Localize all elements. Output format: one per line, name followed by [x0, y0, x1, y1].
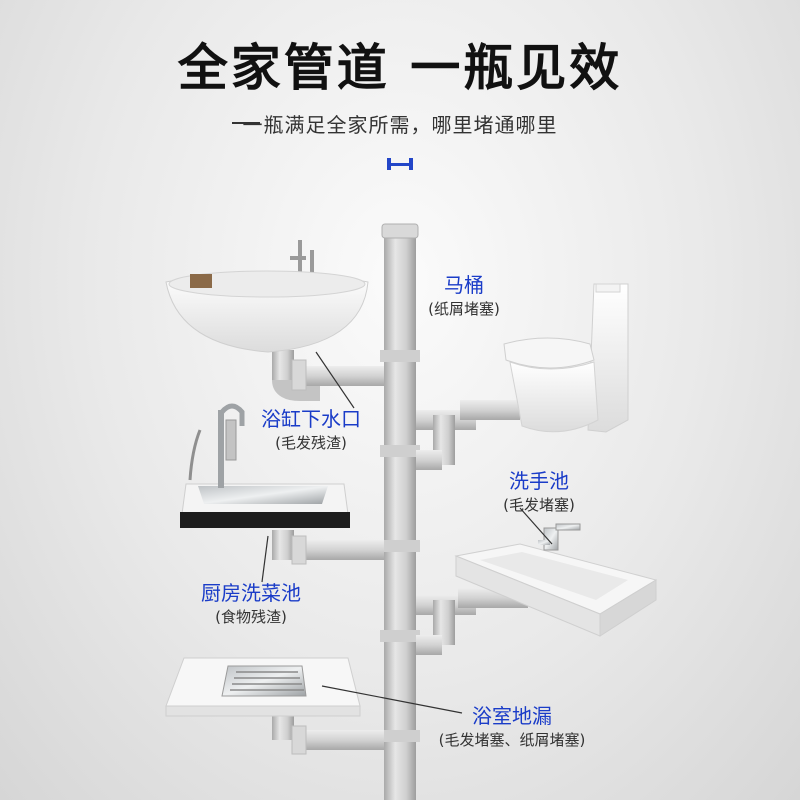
toilet-image — [503, 283, 629, 433]
label-bathtub-sub: (毛发残渣) — [275, 434, 347, 452]
label-floor-drain-sub: (毛发堵塞、纸屑堵塞) — [438, 731, 586, 749]
label-bathtub-title: 浴缸下水口 — [261, 407, 361, 431]
label-washbasin: 洗手池 (毛发堵塞) — [484, 468, 594, 516]
subtitle-dash-left — [232, 122, 260, 124]
label-bathtub: 浴缸下水口 (毛发残渣) — [246, 406, 376, 454]
connector-icon — [387, 158, 413, 170]
label-floor-drain-title: 浴室地漏 — [472, 704, 552, 728]
label-floor-drain: 浴室地漏 (毛发堵塞、纸屑堵塞) — [422, 703, 602, 751]
toilet-drain-pipe — [416, 400, 520, 470]
page-subtitle: 一瓶满足全家所需，哪里堵通哪里 — [242, 113, 558, 137]
leader-lines — [261, 351, 553, 714]
kitchen-sink-image — [180, 403, 350, 528]
label-toilet-title: 马桶 — [444, 273, 484, 297]
floor-drain-pipe — [272, 710, 384, 755]
main-vertical-pipe — [380, 223, 420, 800]
washbasin-image — [454, 523, 658, 637]
label-kitchen-title: 厨房洗菜池 — [201, 581, 301, 605]
label-toilet: 马桶 (纸屑堵塞) — [414, 272, 514, 320]
kitchen-drain-pipe — [272, 530, 384, 565]
bathtub-drain-pipe — [272, 350, 384, 401]
page-title: 全家管道 一瓶见效 — [177, 39, 623, 97]
label-washbasin-title: 洗手池 — [509, 469, 569, 493]
floor-drain-image — [165, 657, 361, 717]
label-kitchen-sub: (食物残渣) — [215, 608, 287, 626]
label-kitchen: 厨房洗菜池 (食物残渣) — [186, 580, 316, 628]
bathtub-image — [165, 240, 369, 353]
washbasin-drain-pipe — [416, 588, 528, 655]
label-washbasin-sub: (毛发堵塞) — [503, 496, 575, 514]
label-toilet-sub: (纸屑堵塞) — [428, 300, 500, 318]
